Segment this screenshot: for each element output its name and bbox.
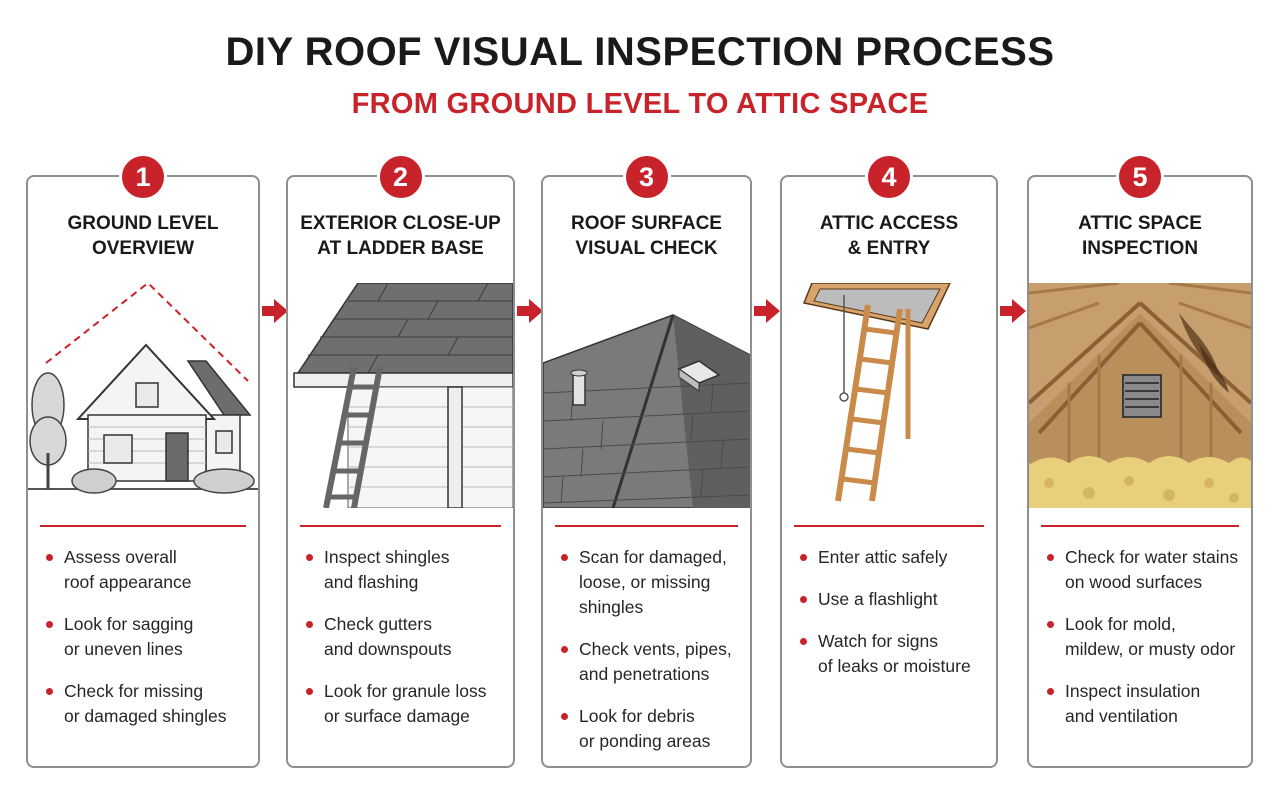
step-number-badge: 1 <box>119 153 167 201</box>
attic-ladder-icon <box>782 283 996 508</box>
list-item: Assess overall roof appearance <box>42 545 250 595</box>
step-title: GROUND LEVEL OVERVIEW <box>67 213 219 259</box>
list-item: Check vents, pipes, and penetrations <box>557 637 742 687</box>
list-item: Check for water stains on wood surfaces <box>1043 545 1243 595</box>
step-bullet-list: Inspect shingles and flashing Check gutt… <box>302 545 505 746</box>
step-number-badge: 2 <box>376 153 425 201</box>
step-title: ATTIC ACCESS & ENTRY <box>819 213 959 259</box>
step-number-badge: 4 <box>865 153 913 201</box>
roof-surface-icon <box>543 283 750 508</box>
list-item: Scan for damaged, loose, or missing shin… <box>557 545 742 620</box>
list-item: Look for mold, mildew, or musty odor <box>1043 612 1243 662</box>
step-card-2: 2 EXTERIOR CLOSE-UP AT LADDER BASE <box>286 153 515 768</box>
step-title: EXTERIOR CLOSE-UP AT LADDER BASE <box>300 213 501 259</box>
list-item: Look for granule loss or surface damage <box>302 679 505 729</box>
step-title: ROOF SURFACE VISUAL CHECK <box>571 213 722 259</box>
list-item: Look for debris or ponding areas <box>557 704 742 754</box>
step-bullet-list: Assess overall roof appearance Look for … <box>42 545 250 746</box>
arrow-right-icon <box>1000 299 1026 323</box>
step-card-5: 5 ATTIC SPACE INSPECTION <box>1027 153 1253 768</box>
step-divider <box>794 525 984 527</box>
step-card-4: 4 ATTIC ACCESS & ENTRY Enter attic safel… <box>780 153 998 768</box>
list-item: Inspect insulation and ventilation <box>1043 679 1243 729</box>
list-item: Inspect shingles and flashing <box>302 545 505 595</box>
step-divider <box>40 525 246 527</box>
list-item: Watch for signs of leaks or moisture <box>796 629 988 679</box>
arrow-right-icon <box>262 299 288 323</box>
arrow-right-icon <box>754 299 780 323</box>
list-item: Enter attic safely <box>796 545 988 570</box>
page-subtitle: FROM GROUND LEVEL TO ATTIC SPACE <box>351 88 929 120</box>
list-item: Check for missing or damaged shingles <box>42 679 250 729</box>
arrow-right-icon <box>517 299 543 323</box>
step-divider <box>300 525 501 527</box>
step-number-badge: 5 <box>1116 153 1164 201</box>
step-card-1: 1 GROUND LEVEL OVERVIEW Assess over <box>26 153 260 768</box>
step-number-badge: 3 <box>622 153 671 201</box>
house-icon <box>28 283 258 508</box>
step-card-3: 3 ROOF SURFACE VISUAL CHECK Scan for dam… <box>541 153 752 771</box>
list-item: Check gutters and downspouts <box>302 612 505 662</box>
step-divider <box>555 525 738 527</box>
step-title: ATTIC SPACE INSPECTION <box>1078 213 1202 259</box>
list-item: Use a flashlight <box>796 587 988 612</box>
page-title: DIY ROOF VISUAL INSPECTION PROCESS <box>225 30 1055 74</box>
list-item: Look for sagging or uneven lines <box>42 612 250 662</box>
step-bullet-list: Check for water stains on wood surfaces … <box>1043 545 1243 746</box>
ladder-gutter-icon <box>288 283 513 508</box>
step-divider <box>1041 525 1239 527</box>
attic-interior-icon <box>1029 283 1251 508</box>
step-bullet-list: Scan for damaged, loose, or missing shin… <box>557 545 742 771</box>
step-bullet-list: Enter attic safely Use a flashlight Watc… <box>796 545 988 696</box>
